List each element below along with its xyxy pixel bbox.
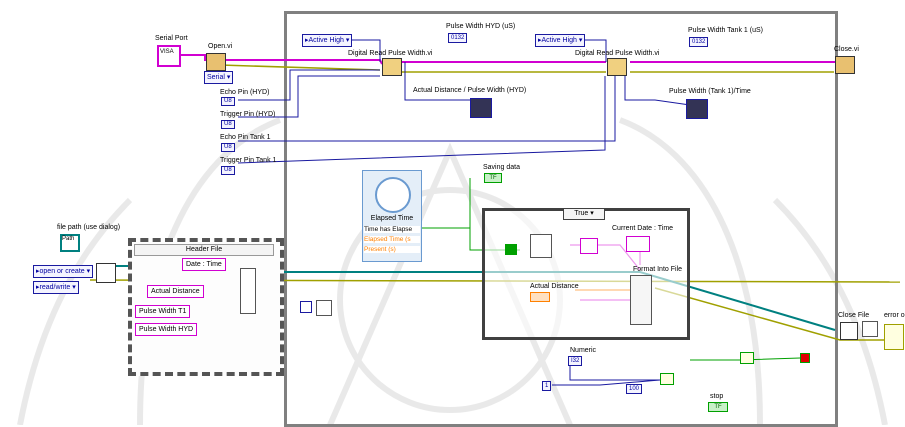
actual-distance-inner-label: Actual Distance bbox=[530, 283, 579, 290]
case-selector[interactable]: True ▾ bbox=[563, 208, 605, 220]
stop-button[interactable]: TF bbox=[708, 402, 728, 412]
header-pulse-width-hyd[interactable]: Pulse Width HYD bbox=[135, 323, 198, 336]
loop-condition-stop[interactable] bbox=[800, 353, 810, 363]
pulse-width-hyd-indicator[interactable]: 0132 bbox=[448, 33, 468, 43]
saving-data-indicator[interactable]: TF bbox=[484, 173, 502, 183]
stopwatch-icon bbox=[375, 177, 411, 213]
graph-hyd-indicator[interactable] bbox=[470, 98, 492, 118]
saving-data-label: Saving data bbox=[483, 164, 520, 171]
header-date-time[interactable]: Date : Time bbox=[182, 258, 226, 271]
digital-read-label-1: Digital Read Pulse Width.vi bbox=[348, 50, 433, 57]
trigger-pin-tank1-control[interactable]: U8 bbox=[221, 166, 235, 175]
numeric-control[interactable]: I32 bbox=[568, 356, 583, 366]
simple-error-handler-node[interactable] bbox=[862, 321, 878, 337]
constant-hundred[interactable]: 100 bbox=[626, 384, 643, 394]
graph-tank1-label: Pulse Width (Tank 1)/Time bbox=[669, 88, 751, 95]
digital-read-icon-1[interactable] bbox=[382, 58, 402, 76]
format-into-file-node[interactable] bbox=[630, 275, 652, 325]
close-vi-icon[interactable] bbox=[835, 56, 855, 74]
pulse-width-tank1-indicator[interactable]: 0132 bbox=[689, 37, 709, 47]
open-vi-icon[interactable] bbox=[206, 53, 226, 71]
open-vi-label: Open.vi bbox=[208, 43, 233, 50]
pulse-width-tank1-label: Pulse Width Tank 1 (uS) bbox=[688, 27, 763, 34]
current-date-time-indicator[interactable] bbox=[626, 236, 650, 252]
trigger-pin-hyd-label: Trigger Pin (HYD) bbox=[220, 111, 276, 118]
bool-constant[interactable] bbox=[505, 244, 517, 255]
active-high-ring-1[interactable]: ▸Active High ▾ bbox=[302, 34, 353, 47]
open-or-create-ring[interactable]: ▸open or create ▾ bbox=[33, 265, 94, 278]
graph-tank1-indicator[interactable] bbox=[686, 99, 708, 119]
elapsed-time-row-2[interactable]: Elapsed Time (s bbox=[364, 236, 420, 243]
header-actual-distance[interactable]: Actual Distance bbox=[147, 285, 204, 298]
actual-distance-inner-terminal[interactable] bbox=[530, 292, 550, 302]
close-file-node[interactable] bbox=[840, 322, 858, 340]
echo-pin-tank1-control[interactable]: U8 bbox=[221, 143, 235, 152]
digital-read-icon-2[interactable] bbox=[607, 58, 627, 76]
wait-node[interactable] bbox=[316, 300, 332, 316]
error-out-label: error o bbox=[884, 312, 905, 319]
close-vi-label: Close.vi bbox=[834, 46, 859, 53]
elapsed-time-row-1[interactable]: Time has Elapse bbox=[364, 226, 420, 233]
close-file-label: Close File bbox=[838, 312, 870, 319]
header-pulse-width-t1[interactable]: Pulse Width T1 bbox=[135, 305, 191, 318]
graph-hyd-label: Actual Distance / Pulse Width (HYD) bbox=[413, 87, 527, 94]
file-path-control[interactable]: Path bbox=[60, 234, 80, 252]
constant-one[interactable]: 1 bbox=[542, 381, 552, 391]
concatenate-node[interactable] bbox=[580, 238, 598, 254]
current-date-time-label: Current Date : Time bbox=[612, 225, 674, 232]
header-format-node[interactable] bbox=[240, 268, 256, 314]
or-node[interactable] bbox=[740, 352, 754, 364]
trigger-pin-hyd-control[interactable]: U8 bbox=[221, 120, 235, 129]
serial-port-control[interactable]: VISA bbox=[157, 45, 181, 67]
wait-constant[interactable] bbox=[300, 301, 312, 313]
serial-port-label: Serial Port bbox=[155, 35, 188, 42]
active-high-ring-2[interactable]: ▸Active High ▾ bbox=[535, 34, 586, 47]
read-write-ring[interactable]: ▸read/write ▾ bbox=[33, 281, 79, 294]
trigger-pin-tank1-label: Trigger Pin Tank 1 bbox=[220, 157, 277, 164]
compare-node[interactable] bbox=[660, 373, 674, 385]
elapsed-time-row-3[interactable]: Present (s) bbox=[364, 246, 420, 253]
stop-label: stop bbox=[710, 393, 724, 400]
header-file-title: Header File bbox=[134, 244, 274, 256]
echo-pin-hyd-control[interactable]: U8 bbox=[221, 97, 235, 106]
numeric-label: Numeric bbox=[570, 347, 597, 354]
open-file-node[interactable] bbox=[96, 263, 116, 283]
serial-port-value: VISA bbox=[160, 49, 174, 55]
pulse-width-hyd-label: Pulse Width HYD (uS) bbox=[446, 23, 516, 30]
echo-pin-hyd-label: Echo Pin (HYD) bbox=[220, 89, 270, 96]
error-out-indicator[interactable] bbox=[884, 324, 904, 350]
elapsed-time-express-vi[interactable]: Elapsed Time Time has Elapse Elapsed Tim… bbox=[362, 170, 422, 262]
echo-pin-tank1-label: Echo Pin Tank 1 bbox=[220, 134, 271, 141]
digital-read-label-2: Digital Read Pulse Width.vi bbox=[575, 50, 660, 57]
format-into-file-label: Format Into File bbox=[633, 266, 683, 273]
elapsed-time-title: Elapsed Time bbox=[370, 215, 414, 222]
file-path-label: file path (use dialog) bbox=[57, 224, 121, 231]
serial-ring[interactable]: Serial ▾ bbox=[204, 71, 234, 84]
get-date-time-node[interactable] bbox=[530, 234, 552, 258]
